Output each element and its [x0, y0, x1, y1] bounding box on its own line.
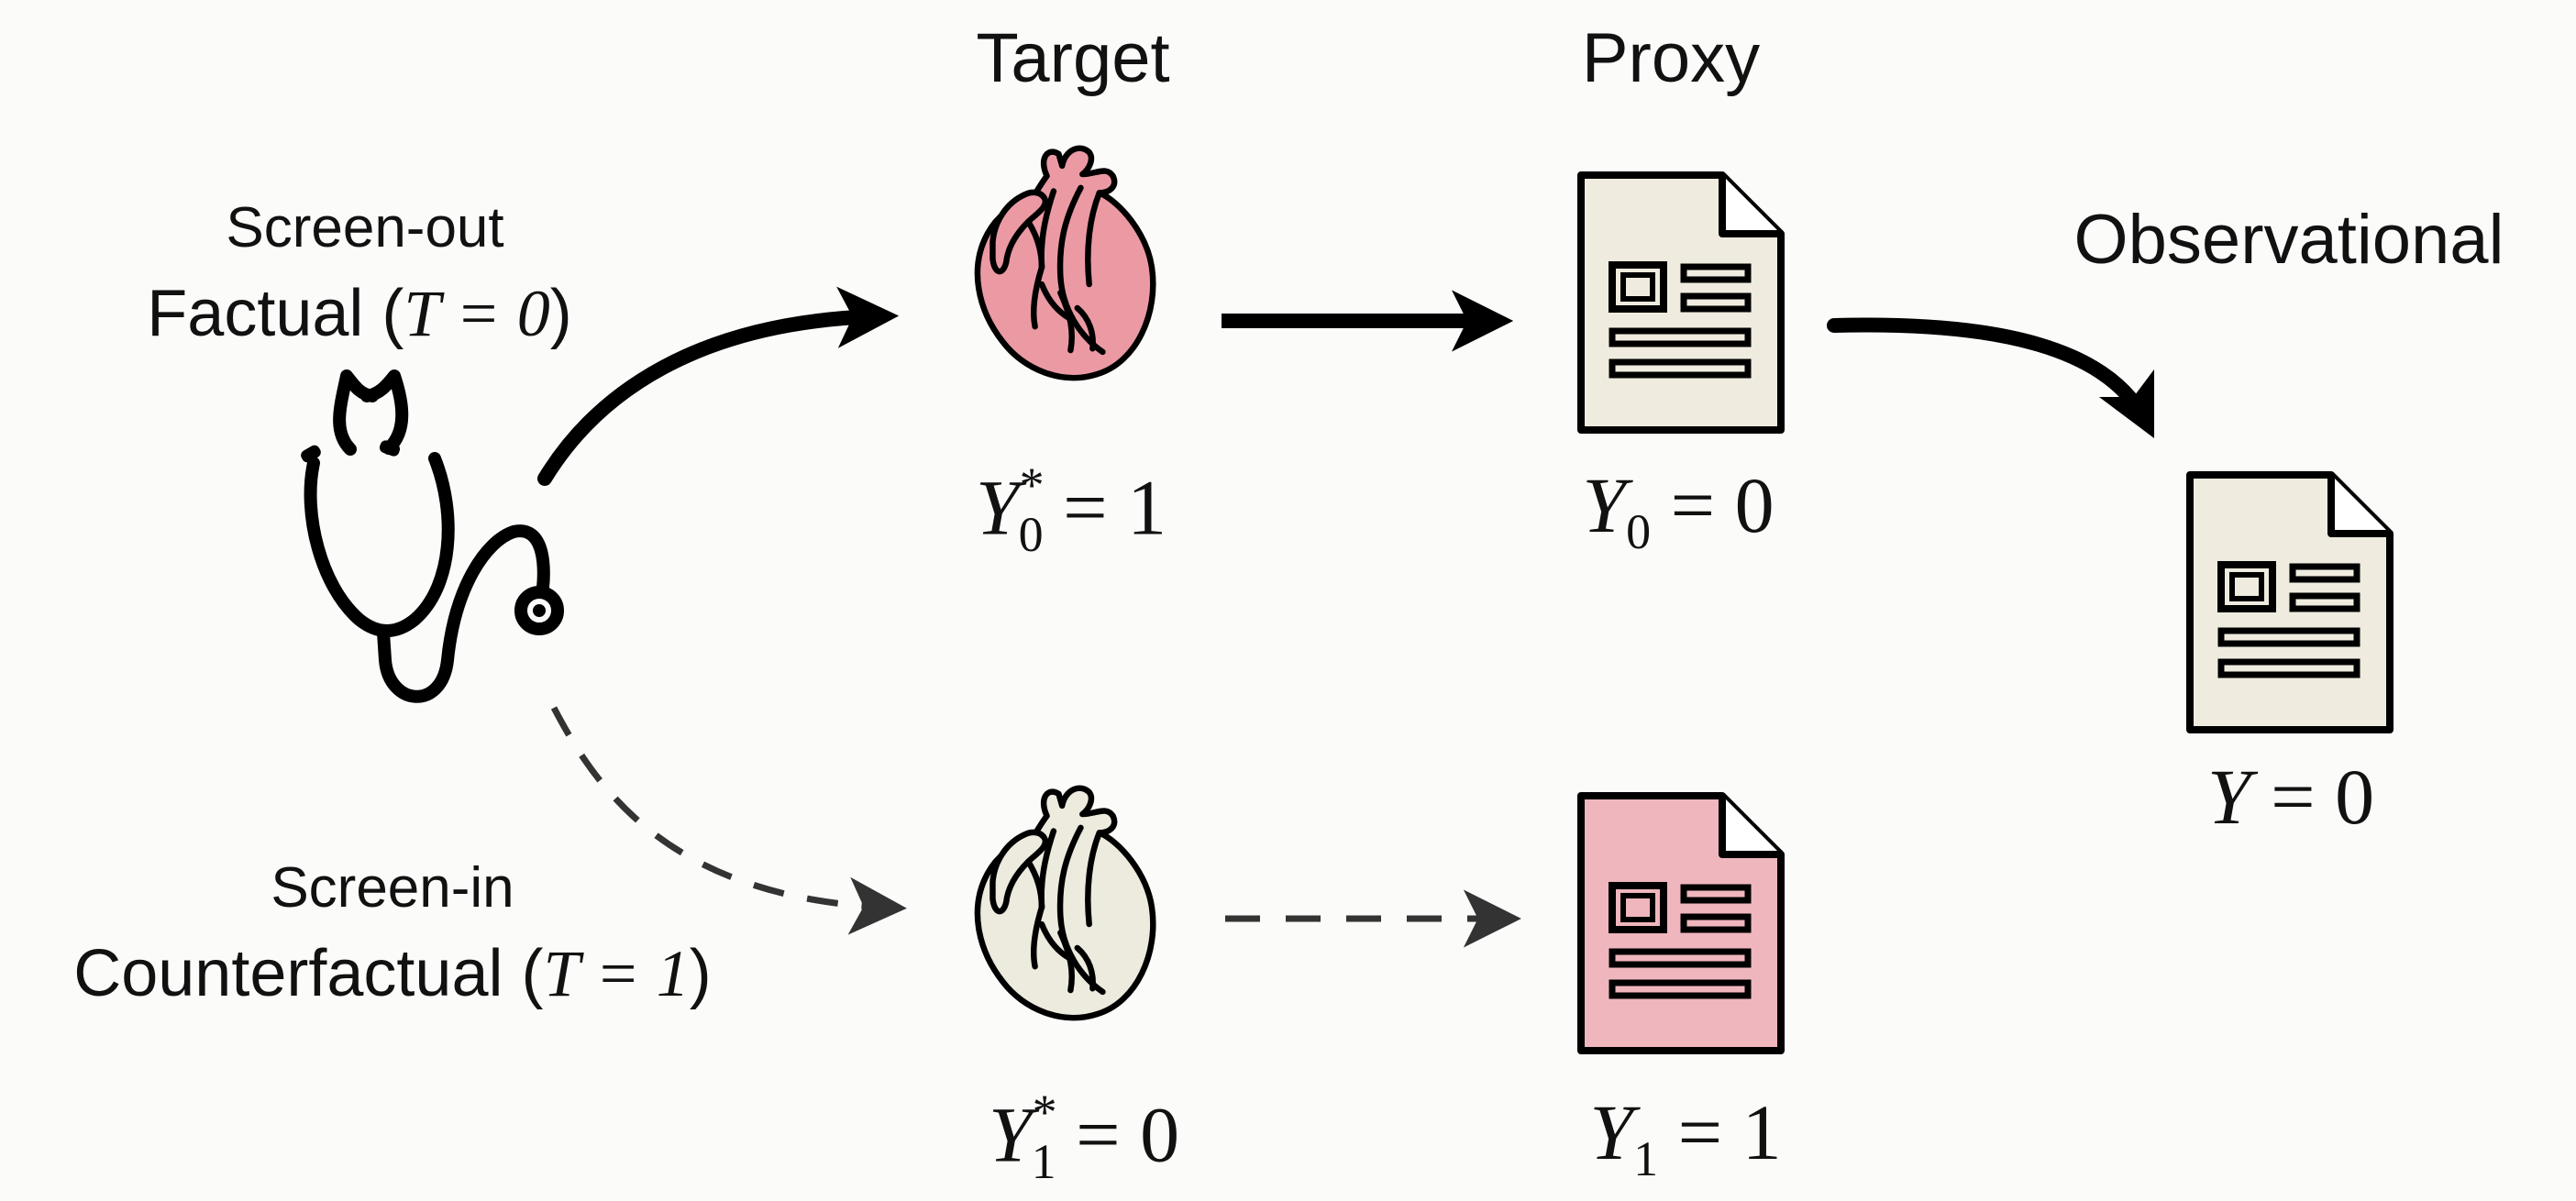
counterfactual-text: Counterfactual — [73, 937, 503, 1010]
stethoscope-icon — [304, 369, 564, 703]
eq-y0: Y0 = 0 — [1582, 461, 1774, 560]
arrow-stethoscope-to-counterfactual — [550, 706, 907, 935]
observational-header: Observational — [2073, 201, 2504, 279]
factual-label: Factual (T = 0) — [147, 277, 572, 350]
factual-text: Factual — [147, 277, 364, 350]
arrow-proxy-to-observational — [1827, 317, 2155, 439]
heart-icon — [978, 788, 1153, 1018]
eq-y-observational: Y = 0 — [2206, 753, 2375, 841]
heart-icon — [978, 149, 1153, 378]
counterfactual-t-value: T = 1 — [543, 937, 690, 1010]
eq-y1-star: Y*1 = 0 — [988, 1085, 1180, 1189]
document-icon — [2190, 475, 2390, 730]
proxy-header: Proxy — [1581, 19, 1761, 97]
arrow-stethoscope-to-target — [537, 286, 900, 486]
counterfactual-label: Counterfactual (T = 1) — [73, 937, 712, 1010]
factual-t-value: T = 0 — [404, 277, 550, 350]
earpiece-right — [379, 440, 401, 457]
earpiece-left — [301, 445, 321, 463]
document-icon — [1581, 175, 1781, 430]
document-icon — [1581, 796, 1781, 1051]
eq-y0-star: Y*0 = 1 — [975, 457, 1167, 562]
eq-y1: Y1 = 1 — [1589, 1088, 1782, 1187]
screen-out-label: Screen-out — [226, 196, 504, 259]
target-header: Target — [976, 19, 1170, 97]
screen-in-label: Screen-in — [271, 856, 514, 920]
